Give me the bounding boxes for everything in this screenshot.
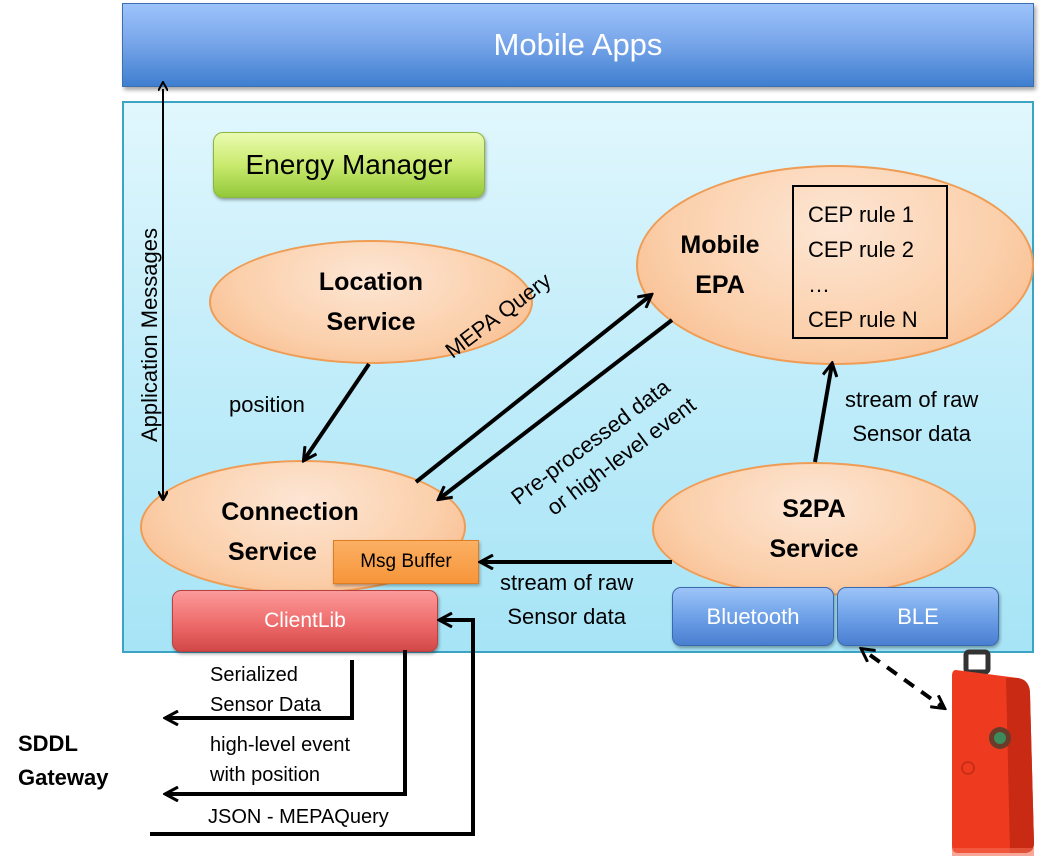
clientlib-label: ClientLib <box>264 609 346 632</box>
sddl-gateway-label-2: Gateway <box>18 765 109 790</box>
mepa-query-arrow <box>414 295 651 484</box>
s2pa-service-node: S2PA Service <box>652 462 976 596</box>
connection-service-label: Connection Service <box>190 492 390 572</box>
mobile-epa-node <box>636 165 1034 365</box>
cep-rules-box: CEP rule 1 CEP rule 2 … CEP rule N <box>792 185 948 339</box>
serialized-data-label-2: Sensor Data <box>210 694 322 716</box>
sensor-device-image <box>948 648 1048 860</box>
cep-rule: CEP rule N <box>808 307 918 332</box>
cep-rule: CEP rule 2 <box>808 237 914 262</box>
msg-buffer-box: Msg Buffer <box>333 540 479 584</box>
serialized-data-arrow <box>166 660 354 718</box>
raw-stream-to-epa-arrow <box>813 364 832 463</box>
s2pa-service-label-2: Service <box>769 535 859 563</box>
bluetooth-box: Bluetooth <box>672 587 834 646</box>
connection-service-label-1: Connection <box>221 498 359 526</box>
json-query-arrow <box>150 620 475 836</box>
high-level-event-label-1: high-level event <box>210 734 351 756</box>
msg-buffer-label: Msg Buffer <box>360 551 452 572</box>
raw-stream-to-epa-label-2: Sensor data <box>852 421 971 446</box>
serialized-data-label-1: Serialized <box>210 664 298 686</box>
raw-stream-to-buffer-label: stream of raw Sensor data <box>500 566 633 634</box>
mobile-epa-label-2: EPA <box>695 271 745 299</box>
sddl-gateway-label-1: SDDL <box>18 731 78 756</box>
location-service-label-2: Service <box>326 308 416 336</box>
ble-box: BLE <box>837 587 999 646</box>
cep-rule: … <box>808 272 830 297</box>
raw-stream-to-buffer-label-1: stream of raw <box>500 570 634 595</box>
s2pa-service-label-1: S2PA <box>782 495 846 523</box>
sensor-device-icon <box>952 649 1034 856</box>
location-service-node: Location Service <box>209 240 533 364</box>
high-level-event-arrow <box>166 650 407 794</box>
ble-label: BLE <box>897 603 939 629</box>
position-edge-label: position <box>229 392 305 417</box>
bluetooth-label: Bluetooth <box>706 603 800 629</box>
high-level-event-label-2: with position <box>210 764 321 786</box>
mobile-apps-layer: Mobile Apps <box>122 3 1034 87</box>
raw-stream-to-buffer-label-2: Sensor data <box>507 604 626 629</box>
cep-rule: CEP rule 1 <box>808 202 914 227</box>
location-service-label-1: Location <box>318 268 424 296</box>
mobile-epa-label-1: Mobile <box>680 231 760 259</box>
json-query-label: JSON - MEPAQuery <box>208 806 389 828</box>
raw-stream-to-epa-label-1: stream of raw <box>845 387 979 412</box>
position-arrow <box>304 362 371 460</box>
mobile-apps-label: Mobile Apps <box>493 27 663 62</box>
clientlib-box: ClientLib <box>172 590 438 652</box>
mobile-epa-label: Mobile EPA <box>660 225 780 305</box>
high-level-event-label: high-level event with position <box>210 730 350 790</box>
ble-device-link-arrow <box>870 655 944 708</box>
serialized-data-label: Serialized Sensor Data <box>210 660 321 720</box>
preprocessed-arrow <box>439 318 674 499</box>
sddl-gateway-label: SDDL Gateway <box>18 727 109 795</box>
connection-service-label-2: Service <box>228 538 317 566</box>
raw-stream-to-epa-label: stream of raw Sensor data <box>845 383 978 451</box>
energy-manager-label: Energy Manager <box>245 149 453 180</box>
energy-manager-box: Energy Manager <box>213 132 485 198</box>
